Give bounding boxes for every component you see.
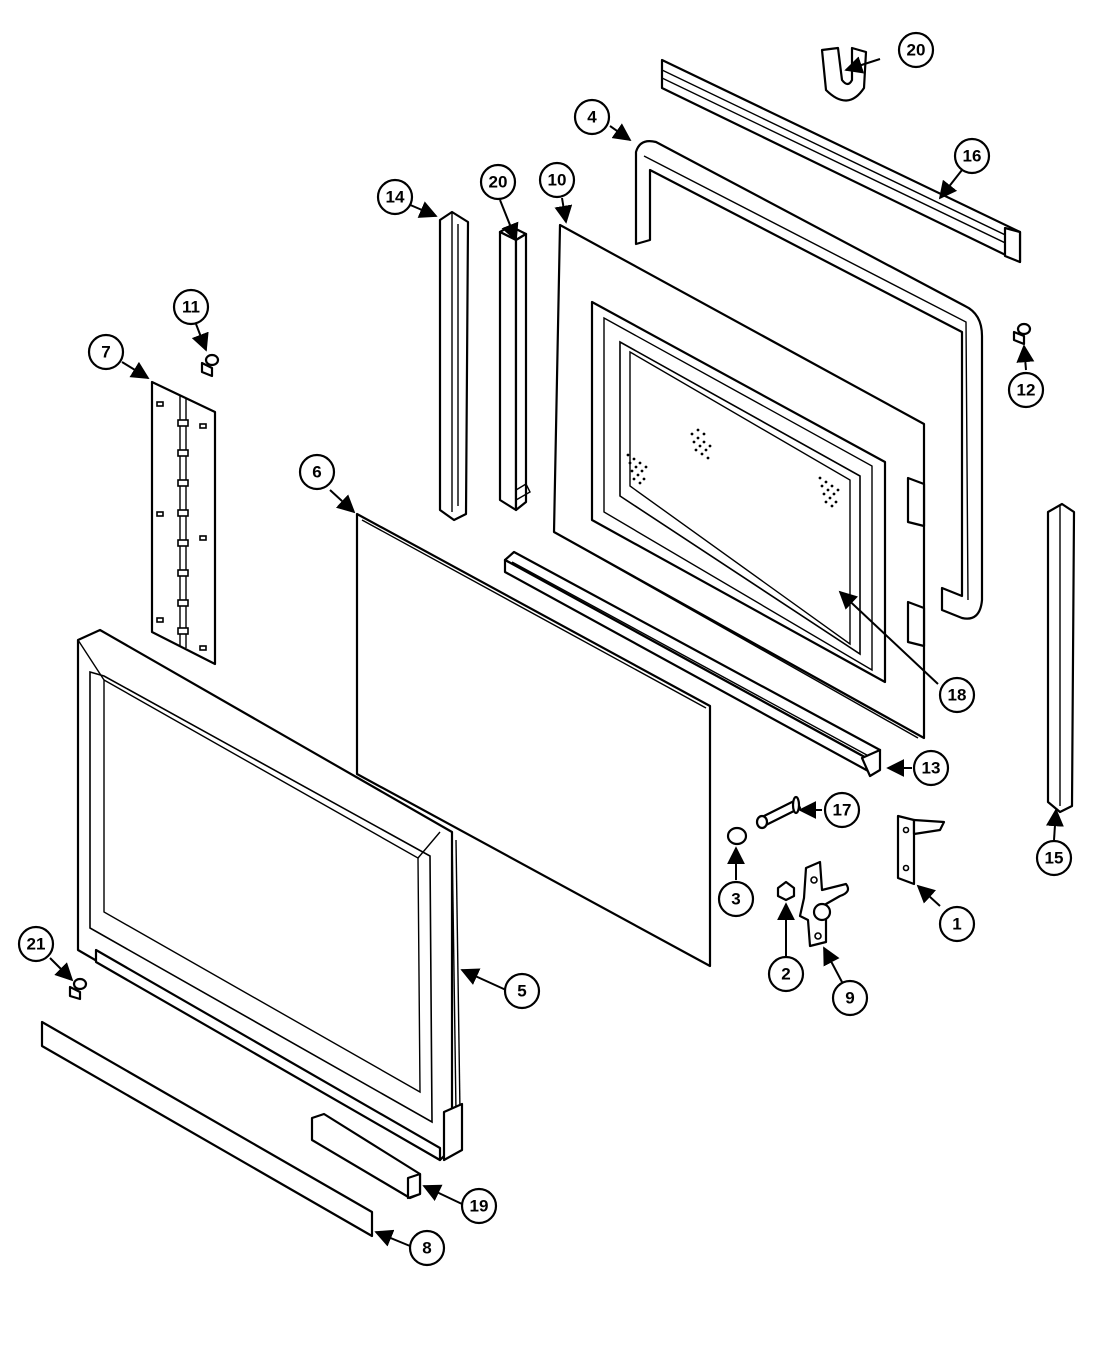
part-11-screw (200, 353, 220, 378)
svg-text:5: 5 (517, 982, 526, 1001)
svg-text:20: 20 (489, 173, 508, 192)
svg-text:19: 19 (470, 1197, 489, 1216)
part-21-screw (68, 977, 88, 1001)
callout-5: 5 (503, 972, 541, 1010)
svg-text:14: 14 (386, 188, 405, 207)
callout-10: 10 (538, 161, 576, 199)
callout-6: 6 (298, 453, 336, 491)
svg-text:10: 10 (548, 171, 567, 190)
part-18-vent-dots (626, 428, 840, 508)
callout-15: 15 (1035, 839, 1073, 877)
callout-2: 2 (767, 955, 805, 993)
leader-lines (49, 56, 1064, 1247)
svg-text:15: 15 (1045, 849, 1064, 868)
callout-7: 7 (87, 333, 125, 371)
callout-13: 13 (912, 749, 950, 787)
callout-9: 9 (831, 979, 869, 1017)
svg-text:7: 7 (101, 343, 110, 362)
svg-text:2: 2 (781, 965, 790, 984)
part-20-side-channel (498, 224, 531, 512)
part-1-bracket (896, 814, 946, 886)
svg-text:16: 16 (963, 147, 982, 166)
svg-text:11: 11 (182, 298, 200, 317)
part-9-latch-bracket (798, 860, 850, 948)
callout-14: 14 (376, 178, 414, 216)
svg-text:17: 17 (833, 801, 852, 820)
callout-11: 11 (172, 288, 210, 326)
part-12-screw (1012, 322, 1032, 346)
svg-text:3: 3 (731, 890, 740, 909)
callout-3: 3 (717, 880, 755, 918)
part-14-side-trim-left (438, 210, 470, 522)
svg-text:13: 13 (922, 759, 941, 778)
svg-text:18: 18 (948, 686, 967, 705)
part-16-top-trim (660, 58, 1022, 264)
callout-20a: 20 (897, 31, 935, 69)
callout-8: 8 (408, 1229, 446, 1267)
svg-text:9: 9 (845, 989, 854, 1008)
svg-text:6: 6 (312, 463, 321, 482)
svg-text:20: 20 (907, 41, 926, 60)
callout-12: 12 (1007, 371, 1045, 409)
svg-text:4: 4 (587, 108, 597, 127)
svg-text:8: 8 (422, 1239, 431, 1258)
part-6-glass-panel (355, 512, 712, 968)
part-19-channel (310, 1112, 422, 1200)
svg-text:21: 21 (27, 935, 46, 954)
part-10-inner-door-panel (552, 223, 926, 740)
callout-20b: 20 (479, 163, 517, 201)
part-7-hinge-strip (150, 380, 217, 666)
callout-18: 18 (938, 676, 976, 714)
callout-21: 21 (17, 925, 55, 963)
svg-text:12: 12 (1017, 381, 1036, 400)
part-3-bumper (726, 826, 748, 846)
svg-text:1: 1 (952, 915, 961, 934)
part-4-door-gasket (634, 140, 984, 620)
part-13-bottom-trim (503, 550, 882, 778)
part-5-outer-door-frame (76, 628, 464, 1162)
part-20-clip-top (820, 46, 868, 102)
callout-1: 1 (938, 905, 976, 943)
callout-4: 4 (573, 98, 611, 136)
callout-17: 17 (823, 791, 861, 829)
part-17-pin (755, 795, 802, 830)
part-15-side-trim-right (1046, 502, 1076, 814)
callout-19: 19 (460, 1187, 498, 1225)
part-2-nut (776, 880, 796, 902)
part-8-kick-strip (40, 1020, 374, 1238)
callout-16: 16 (953, 137, 991, 175)
